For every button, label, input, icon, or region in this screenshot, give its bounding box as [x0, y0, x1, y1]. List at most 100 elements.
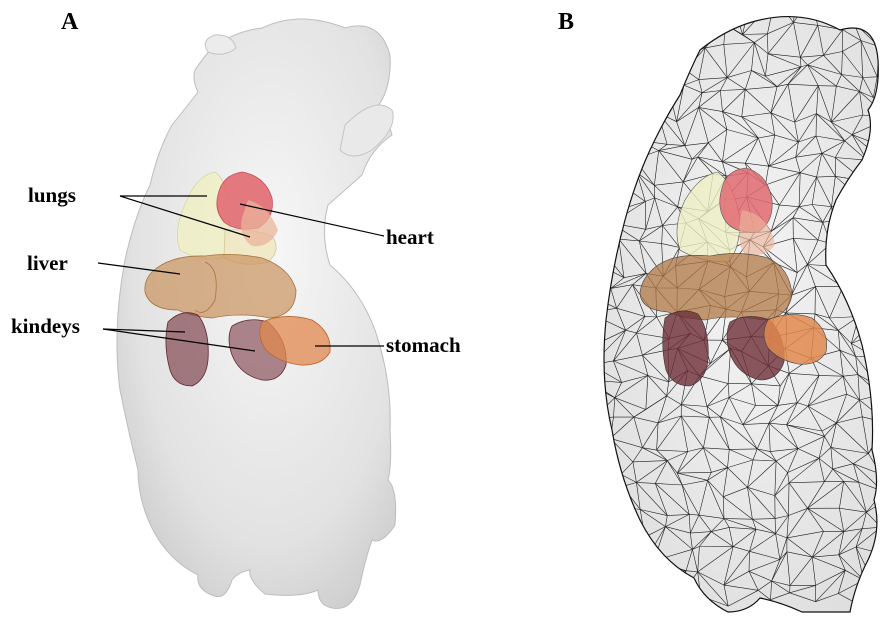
mesh-edge: [636, 79, 668, 87]
mesh-edge: [591, 52, 621, 70]
mesh-edge: [878, 424, 883, 438]
mesh-edge: [596, 553, 618, 562]
mesh-edge: [878, 492, 883, 505]
mesh-edge: [589, 299, 596, 313]
mesh-edge: [843, 287, 862, 290]
mesh-edge: [595, 136, 625, 146]
mesh-edge: [644, 561, 654, 563]
mesh-edge: [621, 563, 644, 578]
mesh-edge: [612, 506, 620, 537]
mesh-edge: [635, 573, 655, 606]
label-lungs: lungs: [28, 183, 76, 207]
mesh-edge: [864, 181, 877, 183]
mesh-edge: [596, 6, 621, 23]
mesh-edge: [686, 3, 703, 10]
mesh-edge: [595, 6, 596, 28]
mesh-edge: [592, 419, 594, 445]
mesh-edge: [588, 365, 592, 380]
mesh-edge: [661, 22, 685, 24]
mesh-edge: [683, 24, 685, 55]
mesh-edge: [644, 113, 658, 118]
label-liver: liver: [27, 251, 68, 275]
mesh-edge: [595, 123, 615, 146]
mesh-edge: [661, 49, 683, 55]
mesh-edge: [864, 181, 879, 200]
mesh-edge: [596, 177, 603, 211]
mesh-edge: [636, 79, 641, 99]
mesh-edge: [644, 87, 668, 118]
mesh-edge: [621, 537, 645, 538]
mesh-edge: [862, 290, 881, 298]
mesh-edge: [863, 584, 875, 607]
mesh-edge: [590, 260, 611, 288]
mesh-edge: [655, 12, 685, 24]
mesh-edge: [873, 98, 883, 119]
mesh-edge: [640, 117, 644, 140]
mesh-edge: [878, 505, 881, 527]
label-kidneys: kindeys: [11, 314, 80, 338]
mesh-edge: [653, 69, 685, 71]
mesh-edge: [590, 529, 618, 562]
mesh-edge: [597, 489, 612, 505]
mesh-edge: [854, 0, 883, 22]
mesh-edge: [611, 79, 636, 85]
mesh-edge: [640, 113, 658, 141]
mesh-edge: [843, 13, 846, 29]
mesh-edge: [591, 69, 611, 85]
mesh-edge: [625, 136, 640, 141]
mesh-edge: [611, 1, 634, 36]
mesh-edge: [862, 270, 882, 290]
mesh-edge: [700, 0, 731, 32]
mesh-edge: [832, 205, 869, 207]
mesh-edge: [639, 5, 655, 12]
mesh-edge: [588, 23, 621, 47]
mesh-edge: [874, 555, 883, 584]
mesh-edge: [621, 573, 635, 578]
mesh-edge: [590, 518, 595, 529]
mesh-edge: [595, 506, 612, 519]
label-heart: heart: [386, 225, 434, 249]
mesh-edge: [635, 160, 637, 173]
mesh-edge: [615, 117, 644, 122]
mesh-edge: [588, 380, 604, 392]
mesh-edge: [775, 0, 795, 5]
mesh-edge: [634, 36, 661, 49]
mesh-edge: [852, 265, 882, 270]
mesh-edge: [611, 85, 644, 118]
panel-b: B: [558, 0, 883, 621]
mesh-edge: [831, 221, 834, 244]
mesh-edge: [591, 340, 604, 365]
mesh-edge: [595, 145, 599, 153]
mesh-edge: [879, 20, 881, 47]
mesh-edge: [590, 85, 595, 119]
mesh-edge: [878, 437, 881, 474]
kidney-left-organ: [166, 313, 208, 386]
mesh-edge: [625, 573, 635, 597]
mesh-edge: [834, 221, 853, 223]
mesh-edge: [592, 438, 611, 444]
mesh-edge: [615, 123, 640, 141]
mesh-edge: [603, 181, 617, 211]
mesh-edge: [653, 55, 683, 69]
mesh-edge: [589, 313, 604, 340]
mesh-edge: [596, 153, 599, 177]
mesh-edge: [859, 233, 880, 250]
mesh-edge: [621, 153, 635, 159]
panel-letter-b: B: [558, 9, 574, 35]
mesh-edge: [864, 181, 868, 205]
mesh-edge: [611, 85, 616, 123]
mesh-edge: [862, 290, 883, 306]
mesh-edge: [854, 20, 882, 22]
mesh-edge: [602, 223, 612, 249]
mesh-edge: [661, 22, 683, 55]
mesh-edge: [621, 75, 636, 79]
mesh-edge: [846, 4, 854, 13]
mesh-edge: [640, 594, 655, 606]
mesh-edge: [599, 578, 621, 603]
mesh-edge: [594, 419, 611, 439]
mesh-edge: [634, 22, 661, 35]
mesh-edge: [636, 69, 653, 80]
mesh-edge: [875, 146, 882, 154]
mesh-edge: [597, 226, 602, 249]
mesh-edge: [853, 0, 883, 4]
